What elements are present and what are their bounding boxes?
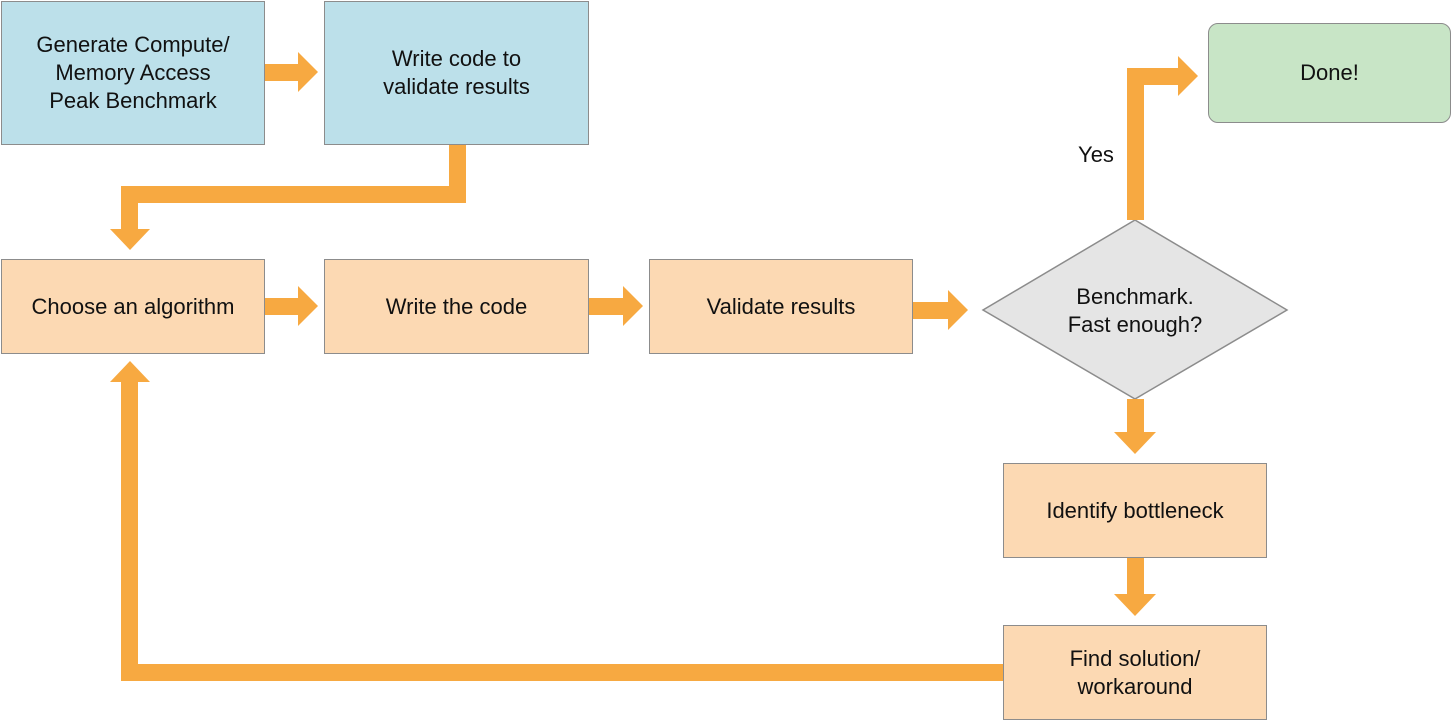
yes-label: Yes	[1078, 142, 1114, 167]
arrow-decision-to-identify	[1114, 399, 1156, 454]
arrow-find-solution-to-choose-algorithm	[110, 361, 1003, 681]
done-label: Done!	[1300, 60, 1359, 85]
arrow-write-code-to-validate	[589, 286, 643, 326]
write-validation-code-label: Write code to validate results	[383, 46, 530, 99]
generate-benchmark-box: Generate Compute/ Memory Access Peak Ben…	[1, 1, 265, 145]
choose-algorithm-box: Choose an algorithm	[1, 259, 265, 354]
write-code-box: Write the code	[324, 259, 589, 354]
arrow-identify-to-find-solution	[1114, 558, 1156, 616]
arrow-decision-yes-to-done	[1127, 56, 1198, 220]
find-solution-box: Find solution/ workaround	[1003, 625, 1267, 720]
validate-results-label: Validate results	[706, 293, 856, 319]
arrow-generate-to-validation-code	[265, 52, 318, 92]
choose-algorithm-label: Choose an algorithm	[31, 293, 235, 319]
write-code-label: Write the code	[385, 293, 528, 319]
generate-benchmark-label: Generate Compute/ Memory Access Peak Ben…	[36, 32, 230, 113]
decision-label: Benchmark. Fast enough?	[1067, 284, 1203, 337]
identify-bottleneck-label: Identify bottleneck	[1046, 497, 1224, 523]
arrow-validate-to-decision	[913, 290, 968, 330]
write-validation-code-box: Write code to validate results	[324, 1, 589, 145]
find-solution-label: Find solution/ workaround	[1069, 645, 1201, 699]
done-box: Done!	[1208, 23, 1451, 123]
arrow-choose-to-write-code	[265, 286, 318, 326]
arrow-validation-code-to-choose-algorithm	[110, 145, 466, 250]
validate-results-box: Validate results	[649, 259, 913, 354]
identify-bottleneck-box: Identify bottleneck	[1003, 463, 1267, 558]
